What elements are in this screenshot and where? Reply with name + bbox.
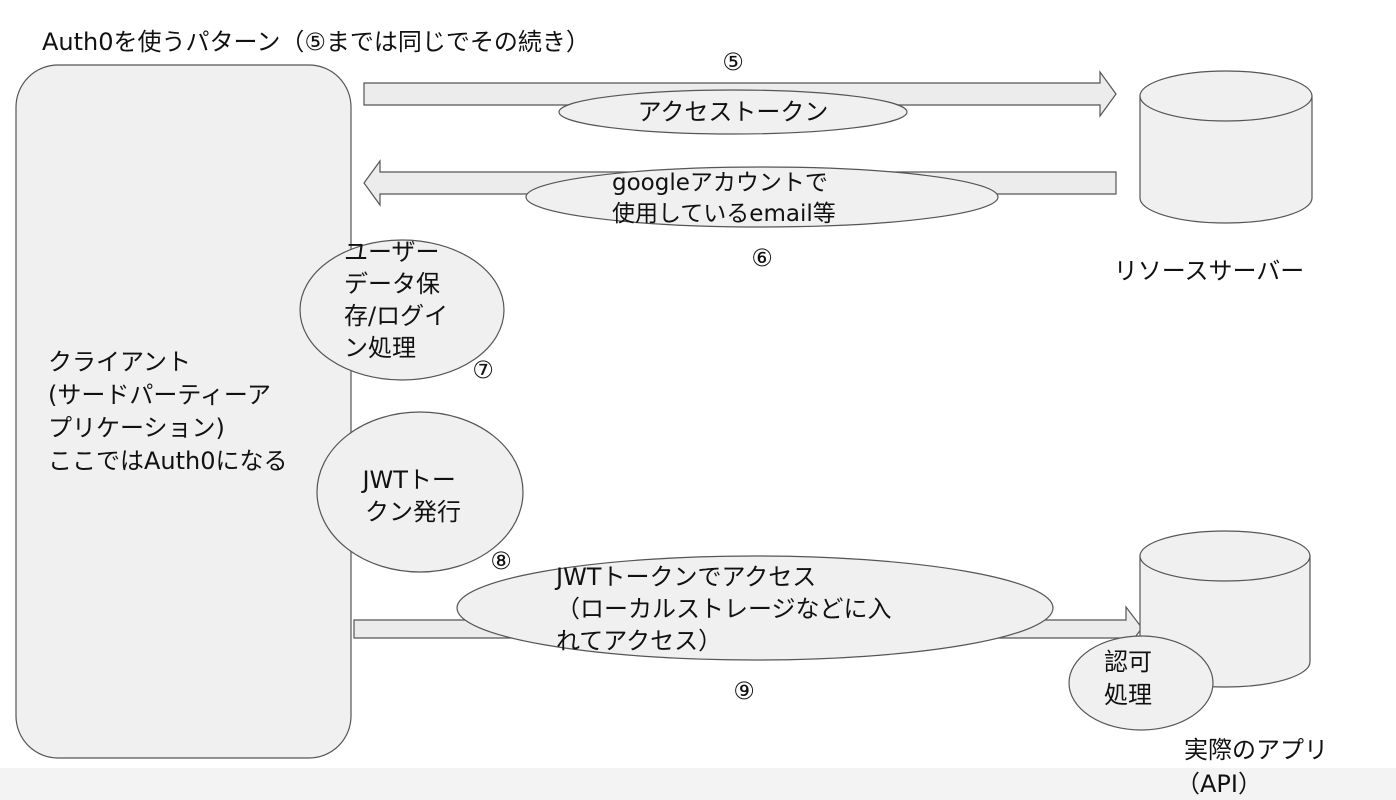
step7-label-line: ン処理 bbox=[344, 334, 416, 362]
step6-label: googleアカウントで 使用しているemail等 bbox=[612, 170, 836, 227]
step5-number: ⑤ bbox=[722, 48, 744, 76]
client-label-line: (サードパーティーア bbox=[48, 381, 271, 409]
step5-label: アクセストークン bbox=[638, 98, 829, 126]
step9-label-line: れてアクセス） bbox=[556, 627, 722, 655]
client-label: クライアント (サードパーティーア プリケーション) ここではAuth0になる bbox=[48, 348, 288, 475]
diagram-title: Auth0を使うパターン（⑤までは同じでその続き） bbox=[42, 28, 590, 56]
api-server-label-line: （API） bbox=[1176, 770, 1262, 798]
client-label-line: プリケーション) bbox=[48, 414, 225, 442]
step6-label-line: googleアカウントで bbox=[612, 170, 828, 196]
step8-bubble bbox=[316, 411, 524, 573]
authorize-label: 認可 処理 bbox=[1104, 648, 1160, 709]
api-server-label-line: 実際のアプリ bbox=[1184, 736, 1328, 764]
step8-label-line: クン発行 bbox=[365, 498, 461, 526]
step8-label-line: JWTトー bbox=[360, 466, 455, 494]
step7-label: ユーザー データ保 存/ログイ ン処理 bbox=[344, 238, 456, 362]
step6-number: ⑥ bbox=[751, 244, 773, 272]
step5-bubble bbox=[558, 89, 908, 135]
api-server-label: 実際のアプリ （API） bbox=[1176, 736, 1336, 798]
step8-label: JWTトー クン発行 bbox=[360, 466, 463, 526]
client-label-line: ここではAuth0になる bbox=[48, 447, 288, 475]
client-box bbox=[15, 64, 352, 759]
resource-server-label: リソースサーバー bbox=[1114, 257, 1305, 285]
authorize-label-line: 認可 bbox=[1104, 648, 1152, 676]
step6-bubble bbox=[525, 166, 999, 228]
step7-bubble bbox=[299, 239, 505, 381]
client-label-line: クライアント bbox=[48, 348, 191, 376]
bottom-strip bbox=[0, 768, 1396, 800]
step9-label-line: JWTトークンでアクセス bbox=[554, 563, 816, 591]
step7-number: ⑦ bbox=[472, 356, 494, 384]
authorize-label-line: 処理 bbox=[1104, 681, 1152, 709]
authorize-bubble bbox=[1068, 635, 1214, 731]
step8-number: ⑧ bbox=[490, 547, 512, 575]
step7-label-line: データ保 bbox=[344, 270, 440, 298]
step9-bubble bbox=[456, 555, 1054, 661]
step9-label: JWTトークンでアクセス （ローカルストレージなどに入 れてアクセス） bbox=[554, 563, 899, 655]
step9-label-line: （ローカルストレージなどに入 bbox=[556, 595, 892, 623]
step6-label-line: 使用しているemail等 bbox=[612, 201, 836, 227]
step7-label-line: ユーザー bbox=[344, 238, 440, 266]
resource-server-cylinder bbox=[1139, 70, 1313, 224]
step7-label-line: 存/ログイ bbox=[344, 302, 448, 330]
step9-number: ⑨ bbox=[733, 677, 755, 705]
